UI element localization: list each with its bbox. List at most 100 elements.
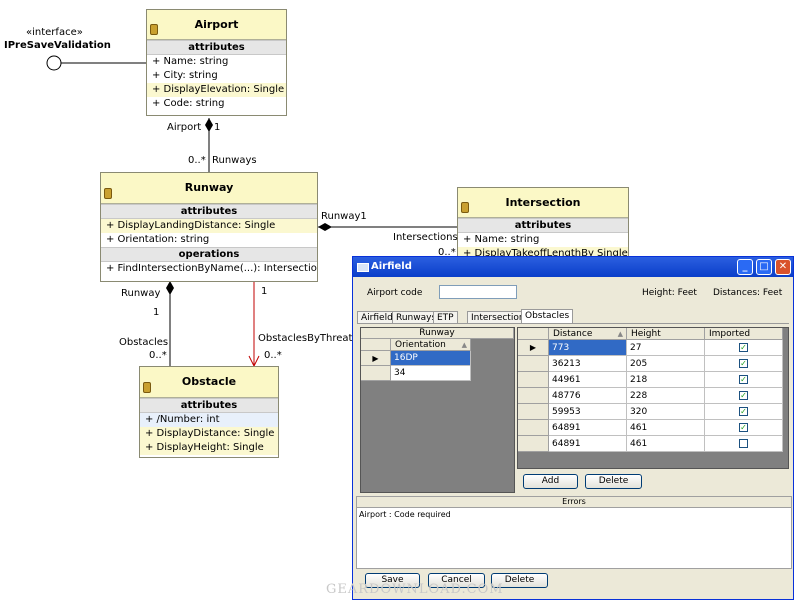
sort-arrow-icon: ▲ (617, 330, 623, 338)
runway-class-header: Runway (101, 173, 317, 204)
runway-row-cell[interactable]: 34 (391, 366, 471, 381)
row-header[interactable] (518, 420, 549, 436)
airport-code-input[interactable] (439, 285, 517, 299)
row-header[interactable] (518, 372, 549, 388)
add-button[interactable]: Add (523, 474, 578, 489)
height-cell[interactable]: 228 (627, 388, 705, 404)
intersection-class-name: Intersection (505, 196, 581, 209)
imported-checkbox[interactable] (739, 439, 748, 448)
maximize-icon[interactable]: □ (756, 259, 772, 275)
airport-class-name: Airport (194, 18, 239, 31)
imported-checkbox[interactable]: ✓ (739, 407, 748, 416)
height-cell[interactable]: 320 (627, 404, 705, 420)
intersections-role-label: Intersections (393, 232, 458, 243)
airport-attributes-header: attributes (147, 40, 286, 55)
distance-cell[interactable]: 44961 (549, 372, 627, 388)
height-cell[interactable]: 218 (627, 372, 705, 388)
airfield-dialog: Airfield _ □ ✕ Airport code Height: Feet… (352, 256, 794, 600)
interface-name: IPreSaveValidation (4, 40, 111, 51)
obstacles-role-label: Obstacles (119, 337, 169, 348)
imported-column-header[interactable]: Imported (705, 328, 783, 340)
obstacle-attr: + DisplayDistance: Single (140, 427, 278, 441)
height-cell[interactable]: 461 (627, 420, 705, 436)
tab-etp[interactable]: ETP (433, 311, 458, 324)
runway-class[interactable]: Runway attributes + DisplayLandingDistan… (100, 172, 318, 282)
runway-grid: Runway Orientation ▲ ▶ 16DP 34 (360, 327, 515, 493)
imported-checkbox[interactable]: ✓ (739, 391, 748, 400)
runway-attr: + DisplayLandingDistance: Single (101, 219, 317, 233)
runway-row-cell[interactable]: 16DP (391, 351, 471, 366)
obstacle-class-header: Obstacle (140, 367, 278, 398)
cancel-button[interactable]: Cancel (428, 573, 485, 588)
class-icon (461, 202, 469, 213)
intersections-mult-label: 0..* (438, 247, 456, 258)
height-units-label: Height: Feet (642, 288, 697, 298)
sort-arrow-icon: ▲ (461, 341, 467, 349)
save-button[interactable]: Save (365, 573, 420, 588)
minimize-icon[interactable]: _ (737, 259, 753, 275)
runway-op: + FindIntersectionByName(...): Intersect… (106, 263, 317, 274)
imported-cell: ✓ (705, 388, 783, 404)
runway-attributes-header: attributes (101, 204, 317, 219)
airport-class-header: Airport (147, 10, 286, 40)
imported-checkbox[interactable]: ✓ (739, 423, 748, 432)
distance-cell[interactable]: 59953 (549, 404, 627, 420)
obstacle-class-name: Obstacle (181, 375, 237, 388)
distance-cell[interactable]: 64891 (549, 436, 627, 452)
runway-role-label: Runway (121, 288, 161, 299)
delete-button[interactable]: Delete (491, 573, 548, 588)
imported-checkbox[interactable]: ✓ (739, 343, 748, 352)
dialog-title-bar[interactable]: Airfield _ □ ✕ (353, 257, 793, 277)
row-header[interactable] (518, 436, 549, 452)
row-selector-icon[interactable]: ▶ (518, 340, 549, 356)
runway1-role-label: Runway1 (321, 211, 367, 222)
tab-divider (357, 323, 789, 324)
tab-obstacles[interactable]: Obstacles (521, 309, 574, 324)
height-cell[interactable]: 461 (627, 436, 705, 452)
imported-cell: ✓ (705, 372, 783, 388)
threat-role-label: ObstaclesByThreat (258, 333, 353, 344)
class-icon (150, 24, 158, 35)
airport-class[interactable]: Airport attributes + Name: string + City… (146, 9, 287, 116)
height-cell[interactable]: 205 (627, 356, 705, 372)
orientation-column-header[interactable]: Orientation ▲ (391, 339, 471, 351)
row-header-corner (361, 339, 391, 351)
imported-cell: ✓ (705, 356, 783, 372)
watermark: GEARDOWNLOAD.COM (326, 582, 504, 597)
distance-cell[interactable]: 48776 (549, 388, 627, 404)
height-column-header[interactable]: Height (627, 328, 705, 340)
airport-attr: + City: string (152, 70, 218, 81)
row-header[interactable] (518, 356, 549, 372)
imported-cell: ✓ (705, 340, 783, 356)
airport-role-label: Airport (167, 122, 202, 133)
distance-cell[interactable]: 64891 (549, 420, 627, 436)
airport-mult-label: 1 (214, 122, 221, 133)
intersection-class-header: Intersection (458, 188, 628, 218)
row-header[interactable] (518, 404, 549, 420)
airport-attr: + Name: string (152, 56, 229, 67)
orientation-column-label: Orientation (395, 340, 446, 350)
runway-mult-label: 1 (153, 307, 160, 318)
close-icon[interactable]: ✕ (775, 259, 791, 275)
runway-attr: + Orientation: string (106, 234, 210, 245)
distance-column-header[interactable]: Distance ▲ (549, 328, 627, 340)
imported-cell: ✓ (705, 420, 783, 436)
distance-cell[interactable]: 773 (549, 340, 627, 356)
distance-cell[interactable]: 36213 (549, 356, 627, 372)
distance-column-label: Distance (553, 329, 593, 339)
errors-panel: Airport : Code required (356, 507, 792, 569)
imported-checkbox[interactable]: ✓ (739, 375, 748, 384)
height-cell[interactable]: 27 (627, 340, 705, 356)
runway-class-name: Runway (184, 181, 234, 194)
imported-cell (705, 436, 783, 452)
row-selector-icon[interactable]: ▶ (361, 351, 391, 366)
intersection-class[interactable]: Intersection attributes + Name: string +… (457, 187, 629, 261)
row-header[interactable] (361, 366, 391, 381)
imported-checkbox[interactable]: ✓ (739, 359, 748, 368)
class-icon (143, 382, 151, 393)
delete-obstacle-button[interactable]: Delete (585, 474, 642, 489)
row-header[interactable] (518, 388, 549, 404)
obstacle-attributes-header: attributes (140, 398, 278, 413)
obstacle-class[interactable]: Obstacle attributes + /Number: int + Dis… (139, 366, 279, 458)
